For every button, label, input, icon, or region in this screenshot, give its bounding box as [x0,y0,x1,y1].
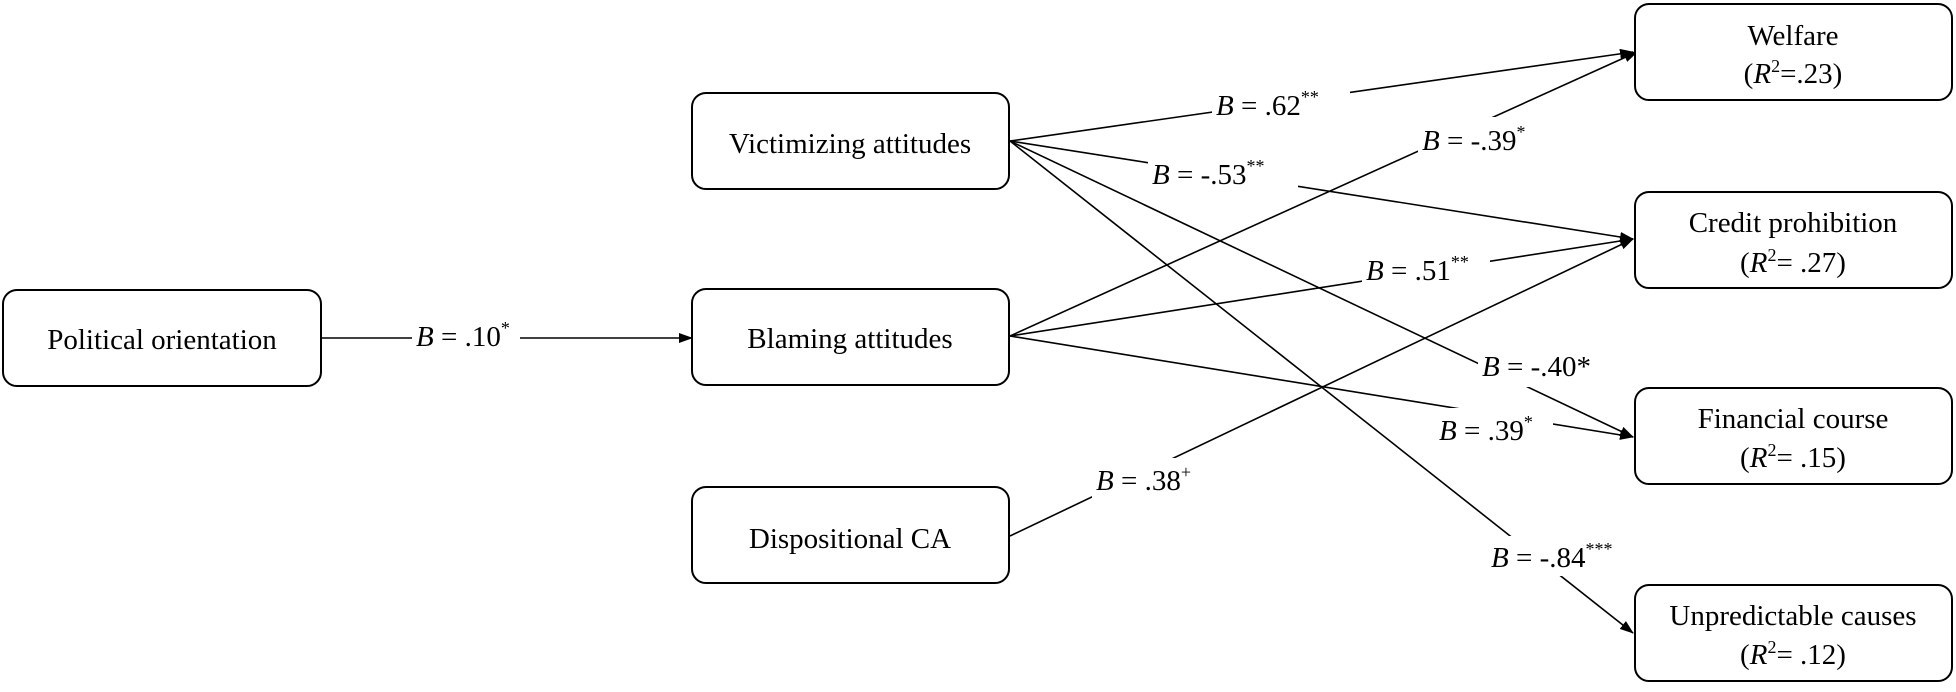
node-r2: (R2= .12) [1740,637,1846,671]
svg-text:B = .39*: B = .39* [1439,412,1533,447]
svg-text:B = .10*: B = .10* [416,318,510,353]
node-victimizing-attitudes: Victimizing attitudes [691,92,1010,190]
label-victimizing-welfare: B = .62** [1212,82,1350,122]
svg-text:B = -.84***: B = -.84*** [1491,539,1612,574]
label-dispositional-credit: B = .38+ [1092,458,1216,498]
svg-text:B = -.39*: B = -.39* [1422,122,1525,157]
label-blaming-financial: B = .39* [1435,408,1553,448]
path-lines [322,48,1638,634]
arrow-victimizing-credit [1009,140,1634,242]
node-r2: (R2= .27) [1740,245,1846,279]
label-victimizing-financial: B = -.40* [1478,347,1608,387]
node-unpredictable-causes: Unpredictable causes (R2= .12) [1634,584,1953,682]
node-welfare: Welfare (R2=.23) [1634,3,1953,101]
node-label: Financial course [1698,403,1889,435]
coefficient-labels: B = .10* B = .62** B = -.39* B = -.53** … [412,82,1637,576]
node-r2: (R2= .15) [1740,440,1846,474]
node-label: Credit prohibition [1689,207,1898,239]
node-label: Dispositional CA [749,523,951,555]
svg-text:B = .62**: B = .62** [1216,87,1319,122]
node-label: Welfare [1747,20,1838,52]
arrow-victimizing-financial [1009,140,1634,438]
node-label: Blaming attitudes [747,323,952,355]
node-political-orientation: Political orientation [2,289,322,387]
arrow-blaming-welfare [1009,51,1638,337]
svg-text:B = .51**: B = .51** [1366,252,1469,287]
node-dispositional-ca: Dispositional CA [691,486,1010,584]
svg-text:B = -.53**: B = -.53** [1152,156,1264,191]
node-financial-course: Financial course (R2= .15) [1634,387,1953,485]
label-blaming-credit: B = .51** [1362,247,1490,287]
label-blaming-welfare: B = -.39* [1418,117,1546,157]
node-credit-prohibition: Credit prohibition (R2= .27) [1634,191,1953,289]
label-political-blaming: B = .10* [412,314,520,354]
node-blaming-attitudes: Blaming attitudes [691,288,1010,386]
svg-text:B = .38+: B = .38+ [1096,462,1191,497]
svg-text:B = -.40*: B = -.40* [1482,351,1591,383]
node-r2: (R2=.23) [1744,56,1843,90]
label-victimizing-unpredictable: B = -.84*** [1487,536,1637,576]
node-label: Political orientation [47,324,277,356]
arrow-blaming-credit [1009,236,1634,337]
node-label: Victimizing attitudes [729,128,971,160]
label-victimizing-credit: B = -.53** [1148,153,1298,193]
node-label: Unpredictable causes [1669,600,1916,632]
